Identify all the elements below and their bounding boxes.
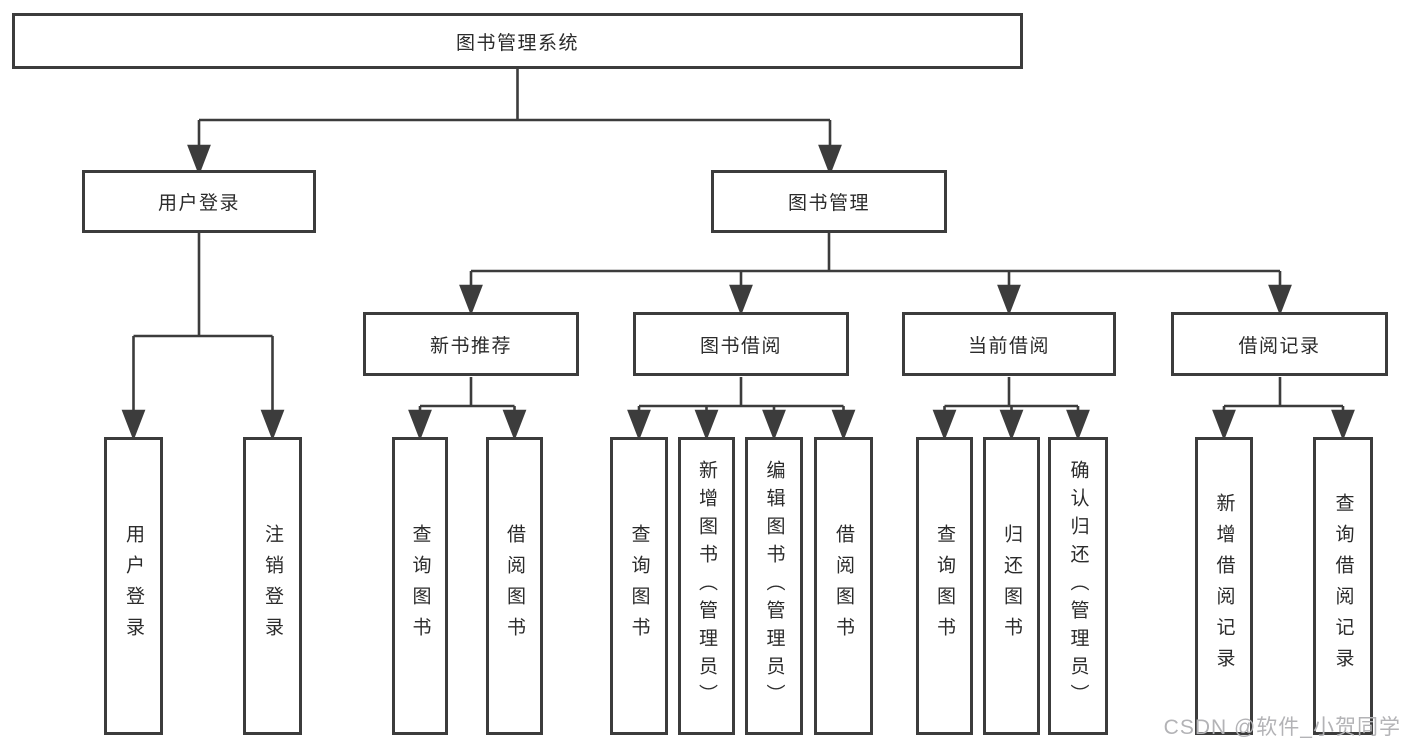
connector-user-login-children: [121, 233, 285, 441]
node-leaf-confirm-return-admin: 确认归还（管理员）: [1048, 437, 1108, 735]
node-label: 确认归还（管理员）: [1067, 460, 1089, 712]
connector-new-book-children: [408, 377, 527, 441]
node-label: 新增图书（管理员）: [696, 460, 717, 712]
connector-book-mgmt-to-level2: [459, 233, 1292, 316]
node-label: 新书推荐: [429, 335, 512, 357]
node-book-borrow: 图书借阅: [633, 312, 849, 376]
node-borrow-record: 借阅记录: [1171, 312, 1388, 376]
node-leaf-logout: 注销登录: [243, 437, 302, 735]
connector-current-borrow-children: [932, 377, 1090, 441]
node-leaf-query-book-2: 查询图书: [610, 437, 668, 735]
node-root-system: 图书管理系统: [12, 13, 1023, 69]
node-new-book-recommend: 新书推荐: [363, 312, 579, 376]
node-label: 借阅记录: [1238, 335, 1321, 357]
node-label: 查询借阅记录: [1332, 493, 1354, 679]
node-label: 图书管理系统: [455, 32, 579, 54]
node-label: 新增借阅记录: [1213, 493, 1235, 679]
node-leaf-user-login: 用户登录: [104, 437, 163, 735]
node-book-management-branch: 图书管理: [711, 170, 947, 233]
node-label: 编辑图书（管理员）: [763, 460, 785, 712]
node-label: 归还图书: [1001, 524, 1022, 648]
node-leaf-query-book-1: 查询图书: [392, 437, 448, 735]
node-leaf-borrow-book-2: 借阅图书: [814, 437, 873, 735]
node-leaf-return-book: 归还图书: [983, 437, 1040, 735]
node-label: 图书管理: [787, 193, 870, 214]
node-current-borrow: 当前借阅: [902, 312, 1116, 376]
node-leaf-edit-book-admin: 编辑图书（管理员）: [745, 437, 803, 735]
node-user-login-branch: 用户登录: [82, 170, 316, 233]
node-label: 借阅图书: [833, 524, 854, 648]
node-leaf-borrow-book-1: 借阅图书: [486, 437, 543, 735]
node-label: 查询图书: [934, 524, 955, 648]
csdn-watermark: CSDN @软件_小贺同学: [1163, 716, 1401, 739]
node-leaf-add-book-admin: 新增图书（管理员）: [678, 437, 735, 735]
node-leaf-query-book-3: 查询图书: [916, 437, 973, 735]
node-label: 查询图书: [628, 524, 650, 648]
node-label: 当前借阅: [967, 335, 1050, 357]
node-label: 借阅图书: [504, 524, 525, 648]
node-label: 图书借阅: [699, 335, 782, 357]
connector-book-borrow-children: [627, 377, 856, 441]
node-leaf-add-borrow-record: 新增借阅记录: [1195, 437, 1253, 735]
connector-borrow-record-children: [1212, 377, 1355, 441]
connector-root-to-level1: [187, 69, 842, 176]
node-leaf-query-borrow-record: 查询借阅记录: [1313, 437, 1373, 735]
node-label: 用户登录: [157, 193, 240, 214]
node-label: 注销登录: [262, 524, 283, 648]
node-label: 用户登录: [123, 524, 144, 648]
node-label: 查询图书: [409, 524, 431, 648]
